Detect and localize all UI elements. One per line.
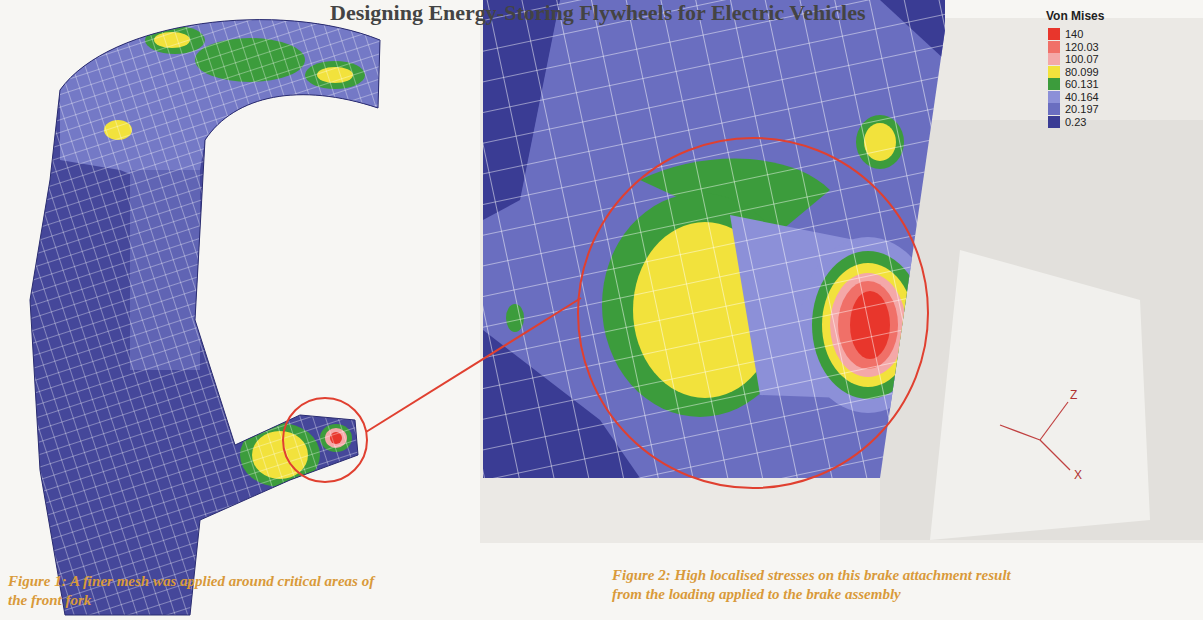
legend-value: 40.164 <box>1065 91 1099 103</box>
figure-caption: Figure 2: High localised stresses on thi… <box>612 566 1012 604</box>
color-swatch <box>1048 66 1060 78</box>
legend-entry: 80.099 <box>1048 66 1099 78</box>
color-swatch <box>1048 28 1060 40</box>
legend-entry: 0.23 <box>1048 116 1086 128</box>
legend-value: 120.03 <box>1065 41 1099 53</box>
color-swatch <box>1048 53 1060 65</box>
axis-label: Z <box>1070 388 1077 402</box>
article-title: Designing Energy-Storing Flywheels for E… <box>330 0 866 26</box>
color-swatch <box>1048 103 1060 115</box>
legend-value: 80.099 <box>1065 66 1099 78</box>
figure-caption: Figure 1: A finer mesh was applied aroun… <box>8 572 378 610</box>
legend-entry: 140 <box>1048 28 1083 40</box>
color-swatch <box>1048 116 1060 128</box>
legend-heading: Von Mises <box>1046 9 1104 23</box>
axis-label: X <box>1074 468 1082 482</box>
legend-entry: 40.164 <box>1048 91 1099 103</box>
legend-value: 60.131 <box>1065 78 1099 90</box>
color-swatch <box>1048 91 1060 103</box>
legend-entry: 60.131 <box>1048 78 1099 90</box>
legend-value: 0.23 <box>1065 116 1086 128</box>
legend-value: 20.197 <box>1065 103 1099 115</box>
legend-entry: 120.03 <box>1048 41 1099 53</box>
legend-entry: 100.07 <box>1048 53 1099 65</box>
legend-value: 140 <box>1065 28 1083 40</box>
legend-value: 100.07 <box>1065 53 1099 65</box>
legend-entry: 20.197 <box>1048 103 1099 115</box>
color-swatch <box>1048 41 1060 53</box>
color-swatch <box>1048 78 1060 90</box>
